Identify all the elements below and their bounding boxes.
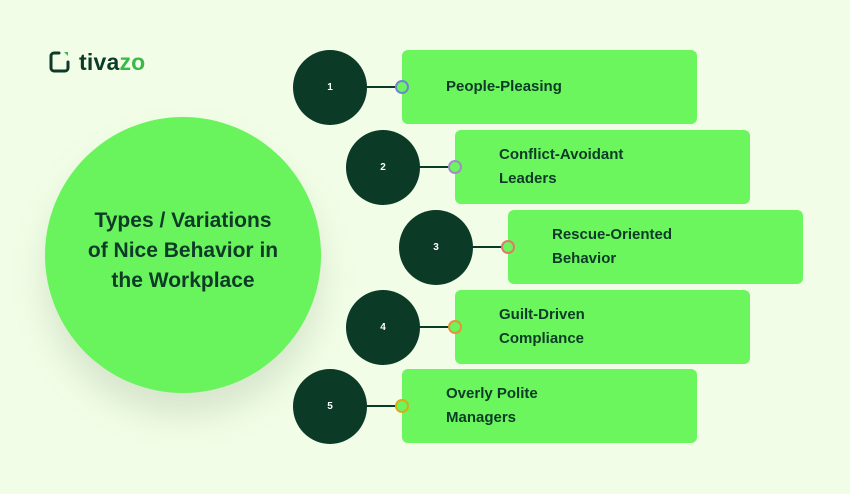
item-label: Overly Polite Managers: [446, 385, 538, 426]
item-label: Conflict-Avoidant Leaders: [499, 146, 624, 187]
hub-circle: Types / Variations of Nice Behavior in t…: [45, 117, 321, 393]
number-badge: 4: [346, 290, 420, 365]
connector-dot-icon: [448, 160, 462, 174]
number-badge: 5: [293, 369, 367, 444]
number-badge: 2: [346, 130, 420, 205]
logo-bracket-icon: [49, 50, 71, 74]
brand-name: tivazo: [79, 50, 145, 74]
item-card: Rescue-Oriented Behavior: [508, 210, 803, 284]
connector-line: [472, 246, 502, 248]
brand-name-part2: zo: [119, 49, 146, 75]
connector-dot-icon: [395, 399, 409, 413]
number-badge: 3: [399, 210, 473, 285]
item-card: Conflict-Avoidant Leaders: [455, 130, 750, 204]
brand-name-part1: tiva: [79, 49, 120, 75]
item-card: People-Pleasing: [402, 50, 697, 124]
connector-line: [419, 166, 449, 168]
connector-line: [366, 86, 396, 88]
item-label: Guilt-Driven Compliance: [499, 306, 585, 347]
item-card: Overly Polite Managers: [402, 369, 697, 443]
hub-title: Types / Variations of Nice Behavior in t…: [87, 209, 279, 292]
connector-dot-icon: [395, 80, 409, 94]
item-card: Guilt-Driven Compliance: [455, 290, 750, 364]
connector-dot-icon: [501, 240, 515, 254]
number-badge: 1: [293, 50, 367, 125]
brand-logo: tivazo: [49, 49, 145, 75]
connector-dot-icon: [448, 320, 462, 334]
connector-line: [419, 326, 449, 328]
item-label: Rescue-Oriented Behavior: [552, 226, 673, 267]
connector-line: [366, 405, 396, 407]
item-label: People-Pleasing: [446, 78, 562, 95]
